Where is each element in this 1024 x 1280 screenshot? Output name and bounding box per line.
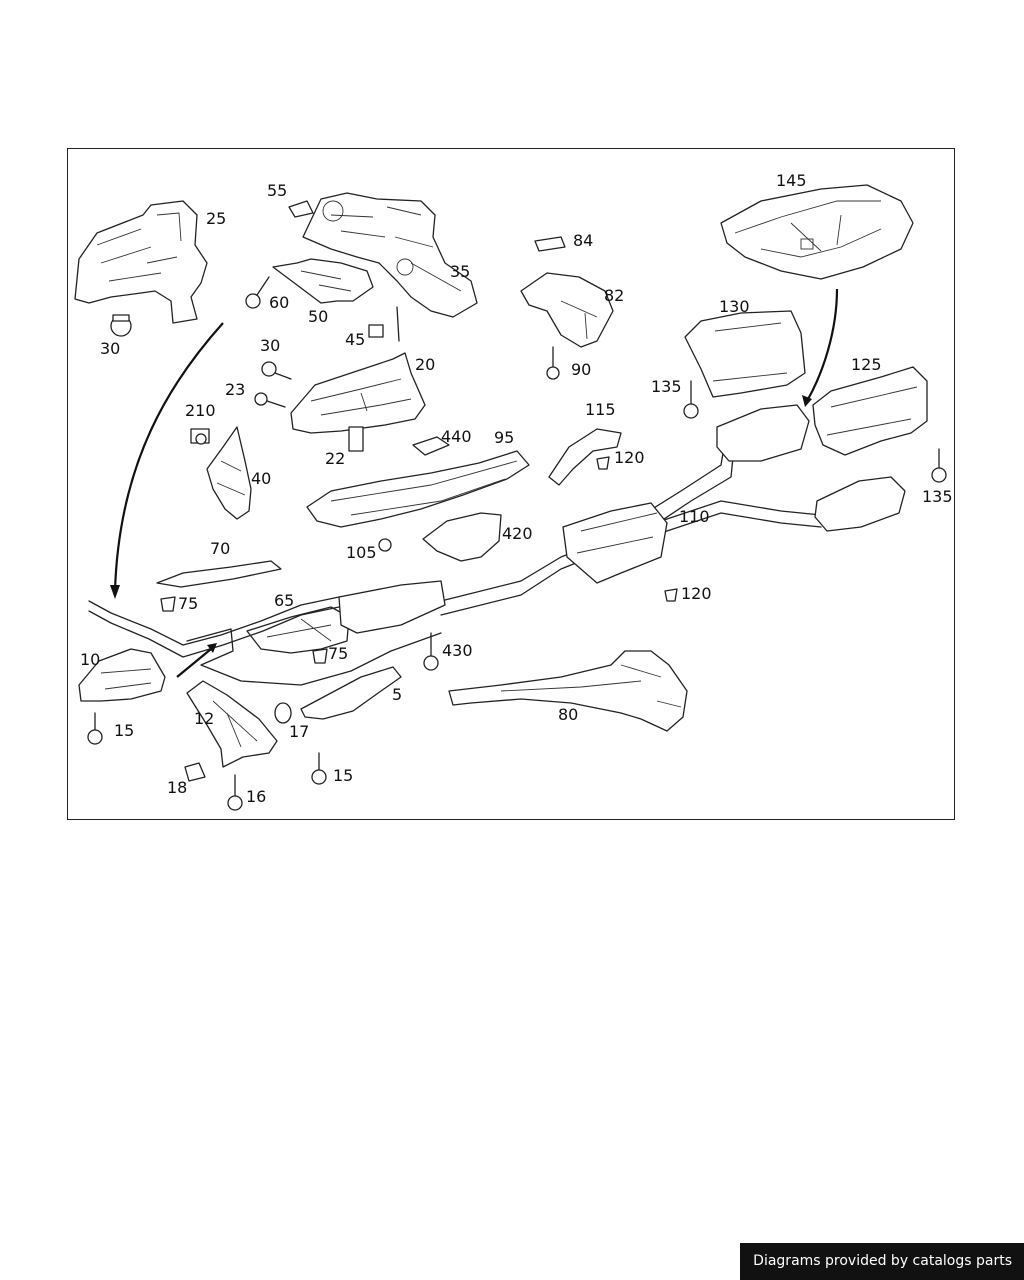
callout-440: 440 bbox=[441, 427, 472, 446]
part-120-clip-upper bbox=[596, 456, 610, 470]
callout-12: 12 bbox=[194, 709, 215, 728]
callout-110: 110 bbox=[679, 507, 710, 526]
callout-135-upper: 135 bbox=[651, 377, 682, 396]
part-12-heat-shield bbox=[186, 680, 278, 768]
part-muffler-rear-right bbox=[814, 476, 906, 532]
callout-17: 17 bbox=[289, 722, 310, 741]
part-430-bolt bbox=[423, 632, 439, 671]
callout-130: 130 bbox=[719, 297, 750, 316]
part-440-clip bbox=[412, 436, 450, 456]
part-45-clip bbox=[368, 306, 400, 342]
part-23-bolt bbox=[254, 392, 286, 408]
callout-120-upper: 120 bbox=[614, 448, 645, 467]
diagram-drawing bbox=[74, 184, 947, 811]
part-muffler-front bbox=[338, 580, 446, 634]
part-82-bracket bbox=[520, 272, 614, 348]
part-95-heat-shield bbox=[306, 450, 530, 528]
part-120-clip-lower bbox=[664, 588, 678, 602]
callout-120-lower: 120 bbox=[681, 584, 712, 603]
callout-84: 84 bbox=[573, 231, 594, 250]
callout-20: 20 bbox=[415, 355, 436, 374]
part-muffler-rear-left bbox=[716, 404, 810, 462]
callout-420: 420 bbox=[502, 524, 533, 543]
callout-430: 430 bbox=[442, 641, 473, 660]
part-90-bolt bbox=[546, 346, 560, 380]
callout-50: 50 bbox=[308, 307, 329, 326]
callout-210: 210 bbox=[185, 401, 216, 420]
part-50-heat-shield bbox=[272, 258, 374, 304]
part-25-heat-shield bbox=[74, 200, 208, 324]
part-75-clip-right bbox=[312, 648, 328, 664]
part-420-heat-shield bbox=[422, 512, 502, 562]
callout-30-left: 30 bbox=[100, 339, 121, 358]
callout-18: 18 bbox=[167, 778, 188, 797]
part-15-bolt-right bbox=[311, 752, 327, 785]
part-125-heat-shield bbox=[812, 366, 928, 456]
part-17-washer bbox=[274, 702, 292, 724]
callout-90: 90 bbox=[571, 360, 592, 379]
callout-23: 23 bbox=[225, 380, 246, 399]
part-115-bracket bbox=[548, 428, 622, 486]
part-22-nut bbox=[348, 426, 364, 452]
part-210-clip bbox=[190, 428, 210, 445]
callout-70: 70 bbox=[210, 539, 231, 558]
part-35-heat-shield bbox=[302, 192, 478, 318]
callout-15-right: 15 bbox=[333, 766, 354, 785]
callout-75-left: 75 bbox=[178, 594, 199, 613]
part-110-catalytic-converter bbox=[562, 502, 668, 584]
part-60-bolt bbox=[245, 276, 270, 309]
exhaust-parts-diagram: 25 55 35 84 145 82 60 50 30 45 130 30 90… bbox=[67, 148, 955, 820]
callout-30-right: 30 bbox=[260, 336, 281, 355]
part-135-bolt-lower bbox=[931, 448, 947, 483]
callout-25: 25 bbox=[206, 209, 227, 228]
part-130-heat-shield bbox=[684, 310, 806, 398]
callout-55: 55 bbox=[267, 181, 288, 200]
part-105-clip bbox=[378, 538, 392, 552]
callout-45: 45 bbox=[345, 330, 366, 349]
part-30-clip bbox=[110, 314, 132, 337]
callout-10: 10 bbox=[80, 650, 101, 669]
callout-15-left: 15 bbox=[114, 721, 135, 740]
part-70-bracket bbox=[156, 560, 282, 588]
part-15-bolt-left bbox=[87, 712, 103, 745]
callout-16: 16 bbox=[246, 787, 267, 806]
callout-5: 5 bbox=[392, 685, 403, 704]
callout-75-right: 75 bbox=[328, 644, 349, 663]
part-5-heat-shield bbox=[300, 666, 402, 720]
callout-105: 105 bbox=[346, 543, 377, 562]
footer-credit-badge: Diagrams provided by catalogs parts bbox=[740, 1243, 1024, 1280]
callout-40: 40 bbox=[251, 469, 272, 488]
callout-65: 65 bbox=[274, 591, 295, 610]
callout-80: 80 bbox=[558, 705, 579, 724]
part-20-heat-shield bbox=[290, 352, 426, 434]
callout-115: 115 bbox=[585, 400, 616, 419]
part-135-bolt-upper bbox=[683, 380, 699, 419]
part-145-heat-shield bbox=[720, 184, 914, 280]
callout-60: 60 bbox=[269, 293, 290, 312]
callout-35: 35 bbox=[450, 262, 471, 281]
callout-125: 125 bbox=[851, 355, 882, 374]
callout-22: 22 bbox=[325, 449, 346, 468]
part-55-bracket bbox=[288, 200, 314, 218]
part-18-clip bbox=[184, 762, 206, 782]
part-80-heat-shield bbox=[448, 650, 688, 732]
callout-82: 82 bbox=[604, 286, 625, 305]
part-75-clip-left bbox=[160, 596, 176, 612]
callout-135-lower: 135 bbox=[922, 487, 953, 506]
callout-95: 95 bbox=[494, 428, 515, 447]
part-30-bolt bbox=[261, 361, 292, 380]
part-40-heat-shield bbox=[206, 426, 252, 520]
part-84-clip bbox=[534, 236, 566, 252]
leader-arrows bbox=[110, 288, 839, 678]
part-10-heat-shield bbox=[78, 648, 166, 702]
part-16-bolt bbox=[227, 774, 243, 811]
callout-145: 145 bbox=[776, 171, 807, 190]
